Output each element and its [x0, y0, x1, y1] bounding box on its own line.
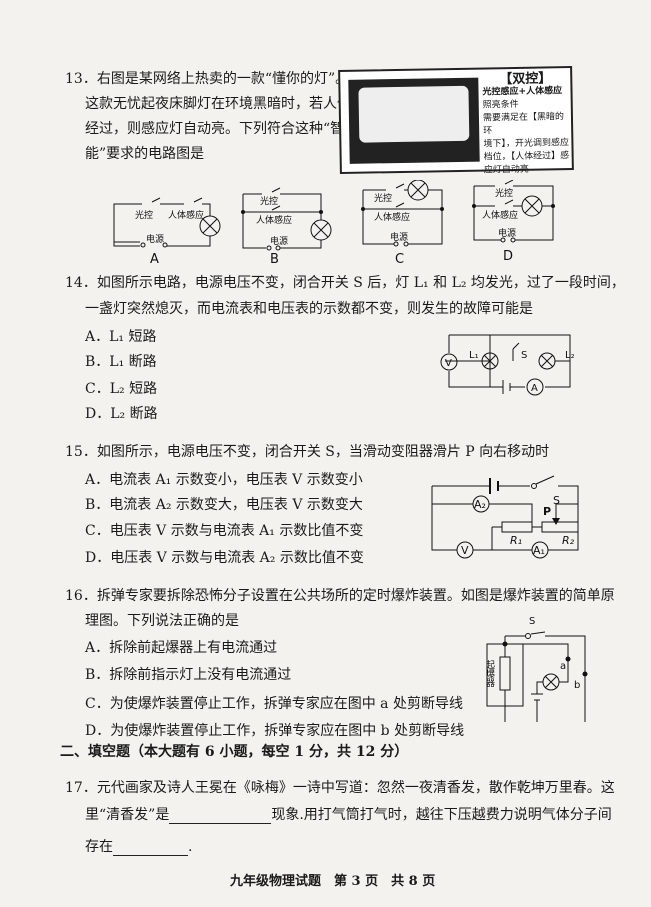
q14-line2: 一盏灯突然熄灭，而电流表和电压表的示数都不变，则发生的故障可能是: [85, 301, 533, 317]
label-power: 电源: [390, 231, 408, 243]
ammeter-a2-label: A₂: [474, 498, 486, 511]
q17-line3: 存在.: [85, 838, 192, 856]
label-power: 电源: [498, 227, 516, 239]
q16-option-d: D．为使爆炸装置停止工作，拆弹专家应在图中 b 处剪断导线: [85, 723, 465, 739]
q17-text: .: [188, 839, 193, 855]
q15-option-b: B．电流表 A₂ 示数变大，电压表 V 示数变大: [85, 497, 363, 513]
q16-option-b: B．拆除前指示灯上没有电流通过: [85, 667, 292, 683]
q13-line3: 经过，则感应灯自动亮。下列符合这种“智: [85, 121, 345, 137]
q16-option-a: A．拆除前起爆器上有电流通过: [85, 640, 278, 656]
lamp-advertisement-image: 【双控】 光控感应+人体感应 照亮条件 需要满足在【黑暗的环 境下】，开光调到感…: [338, 65, 574, 176]
q15-option-d: D．电压表 V 示数与电流表 A₂ 示数比值不变: [85, 550, 364, 566]
q17-text: 里“清香发”是: [85, 807, 170, 823]
ad-line: 需要满足在【黑暗的环: [482, 112, 565, 137]
option-b-label: B: [270, 252, 279, 265]
label-light-control: 光控: [135, 209, 153, 221]
q16-circuit: S 起爆器 a b: [485, 616, 588, 722]
q17-line1: 17．元代画家及诗人王冕在《咏梅》一诗中写道：忽然一夜清香发，散作乾坤万里春。这: [65, 780, 615, 796]
switch-s-label: S: [521, 350, 527, 361]
q13-line2: 这款无忧起夜床脚灯在环境黑暗时，若人体: [85, 96, 351, 112]
q14-option-c: C．L₂ 短路: [85, 381, 158, 397]
resistor-r2-label: R₂: [562, 534, 575, 547]
slider-p-label: P: [543, 505, 551, 518]
ad-line: 应灯自动亮: [483, 164, 529, 176]
page-footer: 九年级物理试题 第 3 页 共 8 页: [230, 874, 436, 889]
label-light-control: 光控: [260, 195, 278, 207]
answer-blank-2[interactable]: [113, 841, 188, 856]
label-power: 电源: [270, 235, 288, 247]
q17-line2: 里“清香发”是 现象.用打气筒打气时，越往下压越费力说明气体分子间: [85, 806, 612, 824]
q13-circuit-options: 光控 人体感应 电源 光控 人体感应 电源 光控 人体感应 电源 光控 人体感应…: [113, 180, 555, 265]
label-body-sensor: 人体感应: [168, 209, 204, 221]
q16-option-c: C．为使爆炸装置停止工作，拆弹专家应在图中 a 处剪断导线: [85, 696, 463, 712]
label-body-sensor: 人体感应: [256, 214, 292, 226]
point-b-label: b: [574, 680, 580, 691]
q14-option-b: B．L₁ 断路: [85, 354, 157, 370]
q16-line1: 16．拆弹专家要拆除恐怖分子设置在公共场所的定时爆炸装置。如图是爆炸装置的简单原: [65, 588, 615, 604]
section-2-heading: 二、填空题（本大题有 6 小题，每空 1 分，共 12 分）: [60, 744, 409, 760]
ammeter-a1-label: A₁: [533, 544, 545, 557]
label-body-sensor: 人体感应: [374, 211, 410, 223]
switch-s-label: S: [553, 494, 560, 507]
q14-line1: 14．如图所示电路，电源电压不变，闭合开关 S 后，灯 L₁ 和 L₂ 均发光，…: [65, 275, 625, 291]
q15-option-a: A．电流表 A₁ 示数变小，电压表 V 示数变小: [85, 472, 363, 488]
label-body-sensor: 人体感应: [482, 209, 518, 221]
ad-line: 档位，【人体经过】感: [483, 151, 570, 163]
detonator-label: 起爆器: [485, 660, 495, 687]
q14-option-a: A．L₁ 短路: [85, 329, 157, 345]
q15-option-c: C．电压表 V 示数与电流表 A₁ 示数比值不变: [85, 523, 364, 539]
option-d-label: D: [503, 249, 513, 264]
label-light-control: 光控: [495, 187, 513, 199]
option-c-label: C: [395, 252, 404, 265]
lamp-l2-label: L₂: [565, 350, 575, 361]
option-a-label: A: [150, 252, 159, 265]
label-power: 电源: [146, 233, 164, 245]
q15-line1: 15．如图所示，电源电压不变，闭合开关 S，当滑动变阻器滑片 P 向右移动时: [65, 444, 550, 460]
label-light-control: 光控: [374, 192, 392, 204]
voltmeter-label: V: [445, 358, 452, 369]
answer-blank-1[interactable]: [169, 809, 272, 824]
q16-line2: 理图。下列说法正确的是: [85, 613, 239, 629]
point-a-label: a: [560, 661, 566, 672]
q14-option-d: D．L₂ 断路: [85, 406, 158, 422]
q17-text: 存在: [85, 839, 113, 855]
resistor-r1-label: R₁: [510, 534, 522, 547]
voltmeter-label: V: [461, 544, 469, 557]
q14-circuit: V L₁ S L₂ A: [440, 334, 575, 396]
lamp-photo: [348, 77, 480, 164]
q17-text: 现象.用打气筒打气时，越往下压越费力说明气体分子间: [271, 807, 612, 823]
q13-line4: 能”要求的电路图是: [85, 146, 205, 162]
q13-line1: 13．右图是某网络上热卖的一款“懂你的灯”。: [65, 71, 350, 87]
lamp-l1-label: L₁: [469, 350, 479, 361]
ammeter-label: A: [531, 383, 538, 394]
q15-circuit: S A₂ P R₁ R₂ V A₁: [431, 475, 579, 559]
ad-subtitle: 光控感应+人体感应: [482, 86, 563, 98]
switch-s-label: S: [529, 616, 535, 627]
